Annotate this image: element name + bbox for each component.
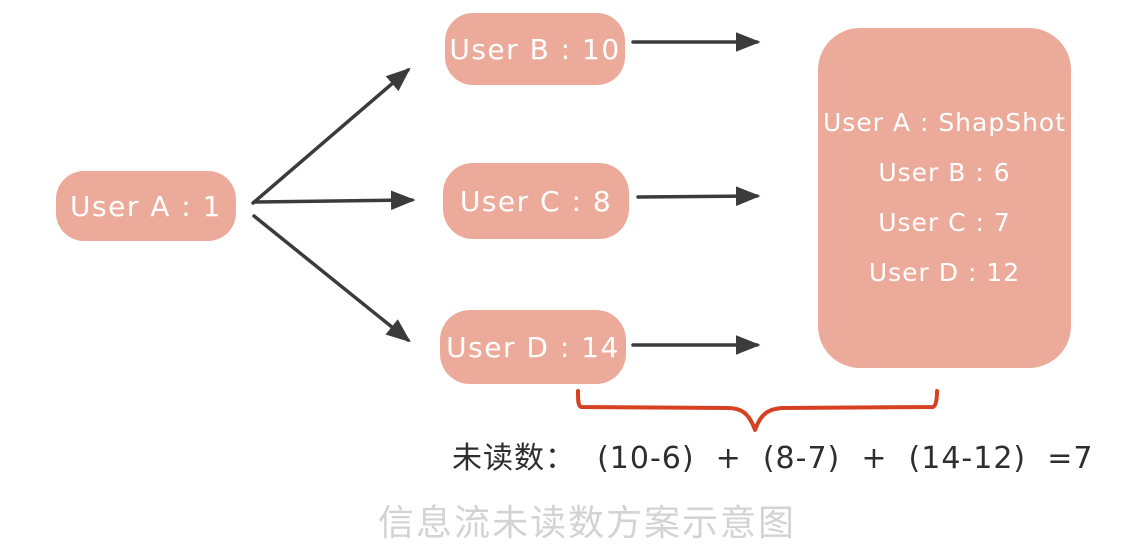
snapshot-line-user-d: User D : 12 — [868, 258, 1021, 287]
node-user-a: User A : 1 — [56, 171, 236, 241]
node-user-d: User D : 14 — [440, 310, 626, 384]
node-user-b: User B : 10 — [445, 13, 625, 85]
red-brace — [576, 389, 939, 432]
node-user-b-label: User B : 10 — [449, 32, 621, 66]
arrow-c-to-snapshot — [636, 186, 761, 206]
node-user-c-label: User C : 8 — [459, 184, 613, 218]
snapshot-line-user-b: User B : 6 — [878, 158, 1011, 187]
arrow-a-to-d — [252, 214, 411, 343]
node-user-d-label: User D : 14 — [446, 330, 620, 364]
node-user-a-label: User A : 1 — [70, 189, 222, 223]
arrow-a-to-c — [254, 190, 416, 211]
node-snapshot: User A : ShapShot User B : 6 User C : 7 … — [818, 28, 1071, 368]
unread-count-formula: 未读数： (10-6) + (8-7) + (14-12) =7 — [452, 441, 1094, 476]
snapshot-line-user-c: User C : 7 — [878, 208, 1011, 237]
diagram-caption: 信息流未读数方案示意图 — [378, 503, 797, 544]
arrow-a-to-b — [251, 67, 411, 205]
snapshot-line-user-a: User A : ShapShot — [822, 108, 1067, 137]
node-user-c: User C : 8 — [443, 163, 629, 239]
